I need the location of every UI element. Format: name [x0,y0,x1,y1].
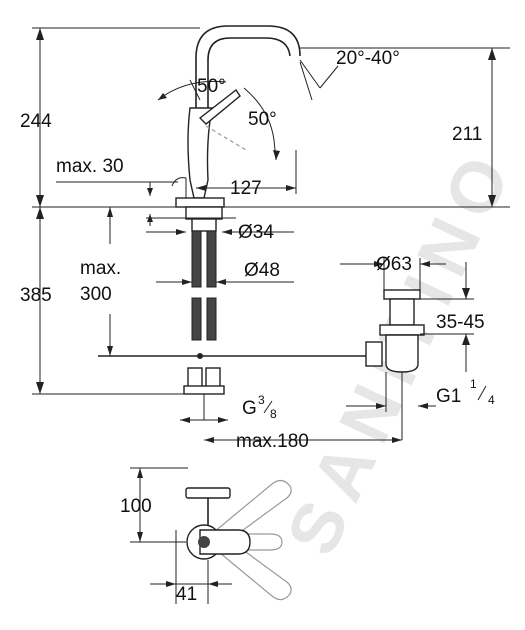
dim-max30-lines [56,181,178,226]
dim-41: 41 [176,584,197,605]
dim-max180: max.180 [236,431,309,452]
under-counter-assembly [98,206,376,423]
dim-diameter-48: Ø48 [244,260,280,281]
dim-100: 100 [120,496,152,517]
thread-g114-base: G1 [436,386,461,407]
dim-max180-lines [204,437,402,443]
thread-g38-base: G [242,398,257,419]
dim-63-lines [340,258,446,290]
dim-385: 385 [20,285,52,306]
angle-50-upper: 50° [197,76,226,97]
diameter-leaders [146,229,294,285]
dim-max300-line2: 300 [80,284,112,305]
dim-max300-lines [107,207,113,356]
faucet-side-view [171,25,301,208]
dim-127: 127 [230,178,262,199]
dim-244: 244 [20,111,52,132]
left-dimension-lines [32,27,200,395]
thread-g38-den: 8 [270,407,277,421]
dim-g114-lines [346,403,436,409]
angle-50-lower: 50° [248,109,277,130]
dim-35-45-lines [420,262,474,372]
angle-markers [157,59,339,161]
angle-20-40: 20°-40° [336,48,400,69]
faucet-top-view [130,467,292,604]
thread-g38-num: 3 [258,393,265,407]
dim-diameter-34: Ø34 [238,222,274,243]
dim-diameter-63: Ø63 [376,254,412,275]
dim-max300-line1: max. [80,258,121,279]
dim-211: 211 [452,124,482,145]
dim-max30: max. 30 [56,156,124,177]
thread-g114-den: 4 [488,393,495,407]
dim-211-lines [300,47,510,207]
dim-127-lines [196,150,297,194]
thread-g114-num: 1 [470,377,477,391]
dim-35-45: 35-45 [436,312,485,333]
popup-waste [365,289,425,440]
